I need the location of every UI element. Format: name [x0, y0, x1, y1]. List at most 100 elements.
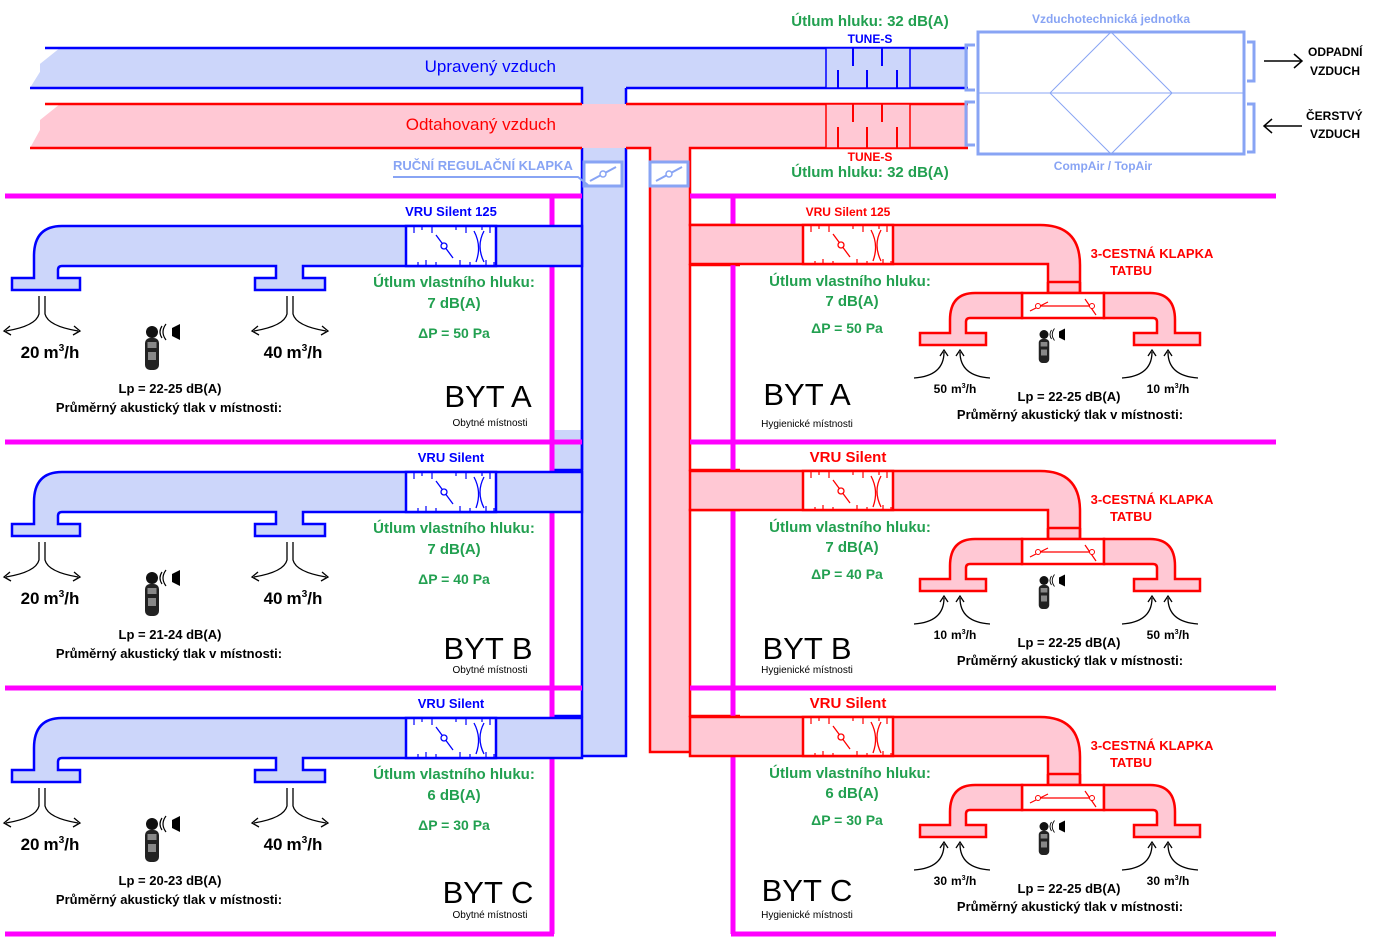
sound-level-meter-icon: [145, 323, 180, 370]
three-way-damper-label-2: TATBU: [1110, 263, 1152, 278]
supply-duct-label: Upravený vzduch: [425, 57, 556, 76]
silencer-supply-attenuation: Útlum hluku: 32 dB(A): [791, 12, 949, 30]
pressure-drop: ΔP = 40 Pa: [418, 571, 490, 587]
silencer-extract: [825, 103, 911, 149]
room-type-hygienic: Hygienické místnosti: [761, 910, 853, 921]
three-way-damper-label-1: 3-CESTNÁ KLAPKA: [1091, 492, 1214, 507]
unit-model: CompAir / TopAir: [1054, 159, 1153, 173]
attenuation-label: Útlum vlastního hluku:: [769, 518, 931, 536]
airflow-value: 20: [21, 835, 40, 854]
air-inflow-arrow-icon: [1121, 840, 1199, 871]
silencer-extract-attenuation: Útlum hluku: 32 dB(A): [791, 163, 949, 181]
air-inflow-arrow-icon: [913, 840, 991, 871]
manual-damper-supply: [582, 160, 624, 188]
airflow-value: 40: [264, 835, 283, 854]
vru-living-label: VRU Silent 125: [405, 204, 497, 219]
airflow-value: 10: [934, 628, 948, 642]
room-type-living: Obytné místnosti: [452, 418, 527, 429]
three-way-damper-label-2: TATBU: [1110, 509, 1152, 524]
sound-pressure-value: Lp = 22-25 dB(A): [1018, 635, 1121, 650]
pressure-drop: ΔP = 50 Pa: [811, 320, 883, 336]
exhaust-arrow-icon: [1264, 53, 1304, 69]
air-outflow-arrow-icon: [2, 542, 82, 582]
airflow-value: 50: [934, 382, 948, 396]
airflow-value: 30: [934, 874, 948, 888]
attenuation-label: Útlum vlastního hluku:: [769, 272, 931, 290]
supply-main-duct: [30, 46, 968, 758]
airflow-value: 20: [21, 589, 40, 608]
silencer-supply: [825, 47, 911, 89]
sound-pressure-label: Průměrný akustický tlak v místnosti:: [957, 407, 1183, 422]
apartment-name-living: BYT B: [443, 631, 532, 666]
airflow-value: 40: [264, 589, 283, 608]
extract-branch-duct: [688, 223, 1202, 347]
vru-damper-icon: [810, 225, 892, 265]
pressure-drop: ΔP = 40 Pa: [811, 566, 883, 582]
sound-pressure-value: Lp = 22-25 dB(A): [1018, 881, 1121, 896]
unit-title: Vzduchotechnická jednotka: [1032, 12, 1190, 26]
vru-damper-icon: [413, 226, 495, 266]
airflow-value: 40: [264, 343, 283, 362]
air-inflow-arrow-icon: [913, 348, 991, 379]
silencer-extract-name: TUNE-S: [848, 150, 893, 164]
damper-leader-line: [393, 176, 589, 186]
sound-pressure-label: Průměrný akustický tlak v místnosti:: [957, 899, 1183, 914]
sound-pressure-label: Průměrný akustický tlak v místnosti:: [56, 892, 282, 907]
sound-pressure-value: Lp = 22-25 dB(A): [119, 381, 222, 396]
attenuation-label: Útlum vlastního hluku:: [373, 519, 535, 537]
extract-duct-label: Odtahovaný vzduch: [406, 115, 556, 134]
fresh-air-label-2: VZDUCH: [1310, 127, 1360, 141]
vru-hygienic-label: VRU Silent: [810, 695, 887, 712]
airflow-value: 20: [21, 343, 40, 362]
supply-branch-duct: [10, 224, 584, 292]
sound-level-meter-icon: [1038, 328, 1065, 363]
room-type-living: Obytné místnosti: [452, 665, 527, 676]
vru-damper-icon: [810, 471, 892, 511]
manual-damper-label: RUČNÍ REGULAČNÍ KLAPKA: [393, 158, 573, 173]
attenuation-value: 7 dB(A): [427, 295, 480, 312]
sound-pressure-label: Průměrný akustický tlak v místnosti:: [957, 653, 1183, 668]
air-inflow-arrow-icon: [1121, 348, 1199, 379]
three-way-damper-label-2: TATBU: [1110, 755, 1152, 770]
attenuation-value: 7 dB(A): [427, 541, 480, 558]
apartment-name-hygienic: BYT B: [762, 631, 851, 666]
pressure-drop: ΔP = 50 Pa: [418, 325, 490, 341]
three-way-damper-label-1: 3-CESTNÁ KLAPKA: [1091, 738, 1214, 753]
exhaust-air-label-1: ODPADNÍ: [1308, 44, 1363, 59]
vru-living-label: VRU Silent: [418, 450, 485, 465]
vru-damper-icon: [810, 717, 892, 757]
vru-damper-icon: [413, 718, 495, 758]
sound-level-meter-icon: [1038, 574, 1065, 609]
pressure-drop: ΔP = 30 Pa: [418, 817, 490, 833]
exhaust-air-label-2: VZDUCH: [1310, 64, 1360, 78]
manual-damper-extract: [648, 160, 690, 188]
air-outflow-arrow-icon: [2, 296, 82, 336]
supply-branch-duct: [10, 716, 584, 784]
sound-pressure-value: Lp = 21-24 dB(A): [119, 627, 222, 642]
air-handling-unit: [964, 30, 1256, 156]
pressure-drop: ΔP = 30 Pa: [811, 812, 883, 828]
sound-level-meter-icon: [1038, 820, 1065, 855]
apartment-name-living: BYT A: [444, 379, 532, 414]
extract-branch-duct: [688, 715, 1202, 839]
vru-living-label: VRU Silent: [418, 696, 485, 711]
fresh-air-arrow-icon: [1262, 118, 1302, 134]
attenuation-label: Útlum vlastního hluku:: [769, 764, 931, 782]
floor-walls: [5, 685, 1276, 937]
airflow-value: 30: [1147, 874, 1161, 888]
attenuation-value: 6 dB(A): [825, 785, 878, 802]
air-outflow-arrow-icon: [250, 542, 330, 582]
